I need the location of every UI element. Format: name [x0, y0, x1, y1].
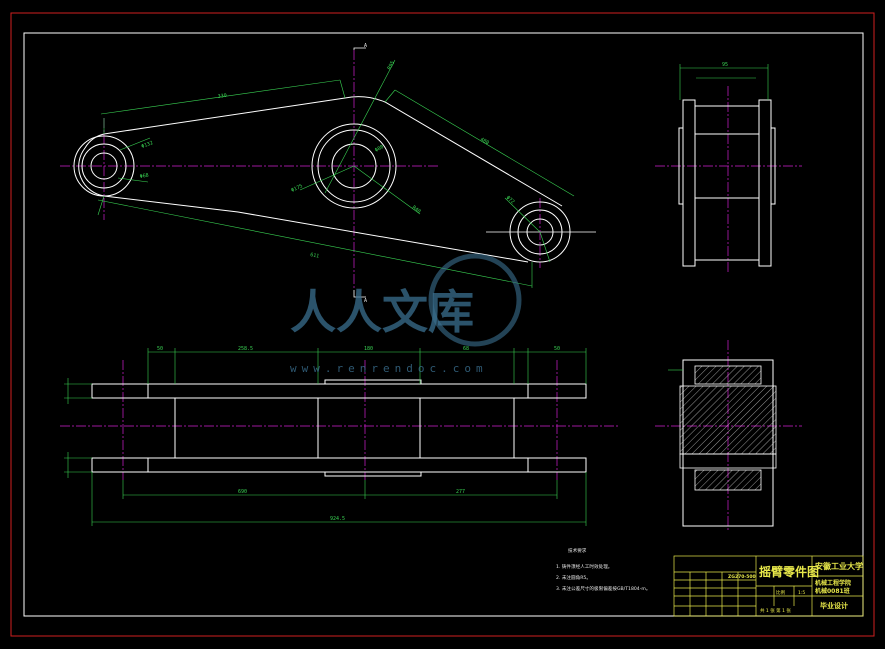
- dim-plan-seg2: 68: [463, 346, 469, 352]
- tb-class: 机械0081班: [815, 587, 850, 595]
- dim-mid-r: R95: [387, 60, 397, 71]
- tb-school: 安徽工业大学: [815, 561, 863, 571]
- side-view: [655, 64, 802, 272]
- tb-scale-label: 比例: [776, 589, 785, 596]
- watermark: 人人文库 www.renrendoc.com: [290, 253, 522, 375]
- dim-plan-lower-right: 277: [456, 489, 465, 495]
- section-view: [655, 340, 802, 530]
- dim-plan-overall: 924.5: [330, 516, 345, 522]
- section-mark-bottom: A: [364, 298, 367, 304]
- tb-part-name: 摇臂零件图: [759, 564, 819, 579]
- tb-scale: 1:5: [798, 590, 805, 596]
- notes-title: 技术要求: [568, 547, 587, 554]
- tb-doc-type: 毕业设计: [820, 601, 848, 610]
- dim-left-outer: Φ132: [141, 140, 154, 150]
- watermark-url: www.renrendoc.com: [290, 362, 488, 375]
- front-view: [60, 47, 596, 298]
- sheet-border: [10, 12, 875, 637]
- dim-side-width: 95: [722, 62, 728, 68]
- dim-top-length: 330: [217, 93, 227, 100]
- dim-plan-left-end: 50: [157, 346, 163, 352]
- title-block: [673, 555, 864, 617]
- dim-bottom-length: 611: [310, 252, 320, 260]
- dim-left-bore: Φ68: [139, 172, 149, 179]
- dim-mid-diag: R40: [411, 205, 422, 215]
- tb-sheet: 共 1 张 第 1 张: [760, 607, 791, 614]
- tb-material: ZG270-500: [728, 574, 756, 580]
- dim-plan-mid: 180: [364, 346, 373, 352]
- dim-mid-bore: Φ80: [374, 144, 385, 154]
- dim-right-length: 480: [479, 137, 490, 147]
- note-1: 1. 铸件须经人工时效处理。: [556, 563, 612, 570]
- note-2: 2. 未注圆角R5。: [556, 574, 591, 581]
- dim-plan-right-end: 50: [554, 346, 560, 352]
- watermark-main: 人人文库: [290, 285, 474, 339]
- dim-plan-seg1: 258.5: [238, 346, 253, 352]
- dim-plan-lower-left: 690: [238, 489, 247, 495]
- tb-dept: 机械工程学院: [815, 579, 851, 587]
- plan-view: [60, 348, 620, 526]
- dim-mid-outer: Φ175: [290, 183, 303, 194]
- technical-notes: 技术要求 1. 铸件须经人工时效处理。 2. 未注圆角R5。 3. 未注公差尺寸…: [556, 547, 650, 592]
- drawing-frame: [23, 32, 864, 617]
- dim-right-bore: Φ72: [505, 195, 516, 205]
- section-mark-top: A: [364, 43, 367, 49]
- note-3: 3. 未注公差尺寸的极限偏差按GB/T1804-m。: [556, 585, 650, 592]
